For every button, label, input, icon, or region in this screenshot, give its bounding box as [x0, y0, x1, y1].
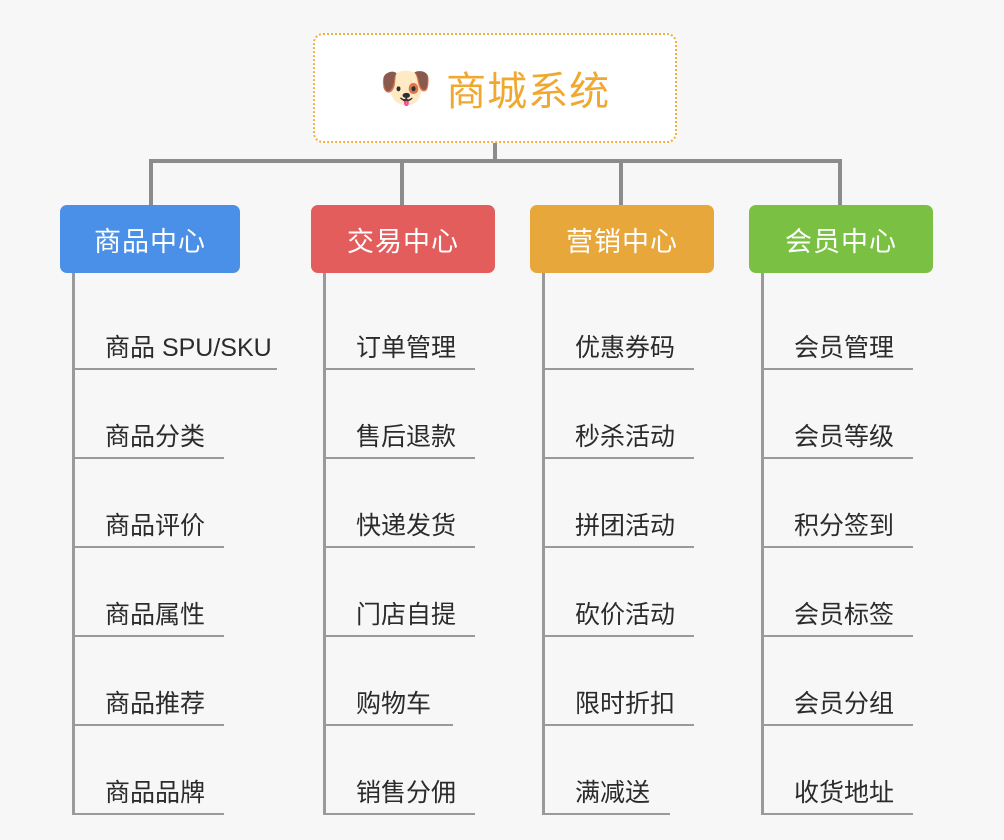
leaf-underline	[542, 457, 694, 459]
list-item[interactable]: 购物车	[311, 637, 523, 726]
list-item[interactable]: 限时折扣	[530, 637, 742, 726]
leaf-underline	[323, 368, 475, 370]
connector-drop-trade-center	[400, 159, 404, 207]
list-item[interactable]: 门店自提	[311, 548, 523, 637]
category-box-trade-center[interactable]: 交易中心	[311, 205, 495, 273]
list-item[interactable]: 会员标签	[749, 548, 961, 637]
list-item[interactable]: 商品评价	[60, 459, 318, 548]
list-item[interactable]: 商品 SPU/SKU	[60, 281, 318, 370]
list-item[interactable]: 快递发货	[311, 459, 523, 548]
leaf-underline	[761, 368, 913, 370]
leaf-underline	[323, 724, 453, 726]
leaf-label: 砍价活动	[575, 601, 676, 629]
root-node-title: 商城系统	[446, 70, 611, 114]
leaf-label: 商品评价	[105, 512, 206, 540]
leaf-label: 限时折扣	[575, 690, 676, 718]
leaf-underline	[542, 635, 694, 637]
leaf-underline	[72, 635, 224, 637]
category-label: 营销中心	[566, 226, 678, 257]
connector-drop-product-center	[149, 159, 153, 207]
branch-marketing-center: 营销中心 优惠券码 秒杀活动 拼团活动 砍价活动 限时折扣	[530, 205, 742, 815]
list-item[interactable]: 砍价活动	[530, 548, 742, 637]
list-item[interactable]: 积分签到	[749, 459, 961, 548]
leaf-label: 会员标签	[794, 601, 895, 629]
leaf-underline	[761, 457, 913, 459]
category-label: 商品中心	[94, 226, 206, 257]
leaf-rail-product-center: 商品 SPU/SKU 商品分类 商品评价 商品属性 商品推荐 商品品牌	[60, 273, 318, 815]
leaf-underline	[323, 635, 475, 637]
leaf-label: 销售分佣	[356, 779, 457, 807]
list-item[interactable]: 商品属性	[60, 548, 318, 637]
category-box-marketing-center[interactable]: 营销中心	[530, 205, 714, 273]
leaf-rail-marketing-center: 优惠券码 秒杀活动 拼团活动 砍价活动 限时折扣 满减送	[530, 273, 742, 815]
root-node-mall-system[interactable]: 🐶 商城系统	[313, 33, 677, 143]
leaf-label: 会员分组	[794, 690, 895, 718]
branch-trade-center: 交易中心 订单管理 售后退款 快递发货 门店自提 购物车	[311, 205, 523, 815]
list-item[interactable]: 商品推荐	[60, 637, 318, 726]
leaf-label: 积分签到	[794, 512, 895, 540]
list-item[interactable]: 会员分组	[749, 637, 961, 726]
leaf-underline	[761, 813, 913, 815]
connector-horizontal-bus	[149, 159, 840, 163]
leaf-label: 快递发货	[356, 512, 457, 540]
category-label: 交易中心	[347, 226, 459, 257]
leaf-label: 秒杀活动	[575, 423, 676, 451]
leaf-underline	[323, 457, 475, 459]
leaf-label: 拼团活动	[575, 512, 676, 540]
leaf-underline	[72, 724, 224, 726]
leaf-underline	[72, 813, 224, 815]
dog-face-icon: 🐶	[379, 64, 433, 111]
list-item[interactable]: 拼团活动	[530, 459, 742, 548]
leaf-underline	[542, 546, 694, 548]
list-item[interactable]: 商品品牌	[60, 726, 318, 815]
leaf-label: 售后退款	[356, 423, 457, 451]
leaf-label: 商品属性	[105, 601, 206, 629]
leaf-label: 商品品牌	[105, 779, 206, 807]
category-label: 会员中心	[785, 226, 897, 257]
leaf-underline	[761, 635, 913, 637]
leaf-label: 订单管理	[356, 334, 457, 362]
leaf-label: 收货地址	[794, 779, 895, 807]
leaf-underline	[761, 724, 913, 726]
list-item[interactable]: 优惠券码	[530, 281, 742, 370]
connector-root-stem	[493, 143, 497, 163]
leaf-rail-trade-center: 订单管理 售后退款 快递发货 门店自提 购物车 销售分佣	[311, 273, 523, 815]
branch-product-center: 商品中心 商品 SPU/SKU 商品分类 商品评价 商品属性 商品推荐	[60, 205, 318, 815]
leaf-underline	[72, 368, 277, 370]
leaf-underline	[542, 724, 694, 726]
branch-member-center: 会员中心 会员管理 会员等级 积分签到 会员标签 会员分组	[749, 205, 961, 815]
leaf-label: 商品推荐	[105, 690, 206, 718]
leaf-label: 商品分类	[105, 423, 206, 451]
list-item[interactable]: 订单管理	[311, 281, 523, 370]
category-box-product-center[interactable]: 商品中心	[60, 205, 240, 273]
list-item[interactable]: 秒杀活动	[530, 370, 742, 459]
leaf-label: 购物车	[356, 690, 432, 718]
list-item[interactable]: 会员等级	[749, 370, 961, 459]
leaf-label: 满减送	[575, 779, 651, 807]
connector-drop-member-center	[838, 159, 842, 207]
leaf-underline	[72, 546, 224, 548]
list-item[interactable]: 售后退款	[311, 370, 523, 459]
leaf-label: 会员等级	[794, 423, 895, 451]
leaf-underline	[323, 813, 475, 815]
list-item[interactable]: 商品分类	[60, 370, 318, 459]
list-item[interactable]: 销售分佣	[311, 726, 523, 815]
leaf-underline	[761, 546, 913, 548]
leaf-label: 门店自提	[356, 601, 457, 629]
connector-drop-marketing-center	[619, 159, 623, 207]
category-box-member-center[interactable]: 会员中心	[749, 205, 933, 273]
leaf-underline	[542, 368, 694, 370]
leaf-rail-member-center: 会员管理 会员等级 积分签到 会员标签 会员分组 收货地址	[749, 273, 961, 815]
leaf-label: 优惠券码	[575, 334, 676, 362]
list-item[interactable]: 满减送	[530, 726, 742, 815]
leaf-underline	[72, 457, 224, 459]
leaf-label: 会员管理	[794, 334, 895, 362]
leaf-label: 商品 SPU/SKU	[105, 334, 272, 362]
leaf-underline	[323, 546, 475, 548]
leaf-underline	[542, 813, 670, 815]
list-item[interactable]: 会员管理	[749, 281, 961, 370]
list-item[interactable]: 收货地址	[749, 726, 961, 815]
